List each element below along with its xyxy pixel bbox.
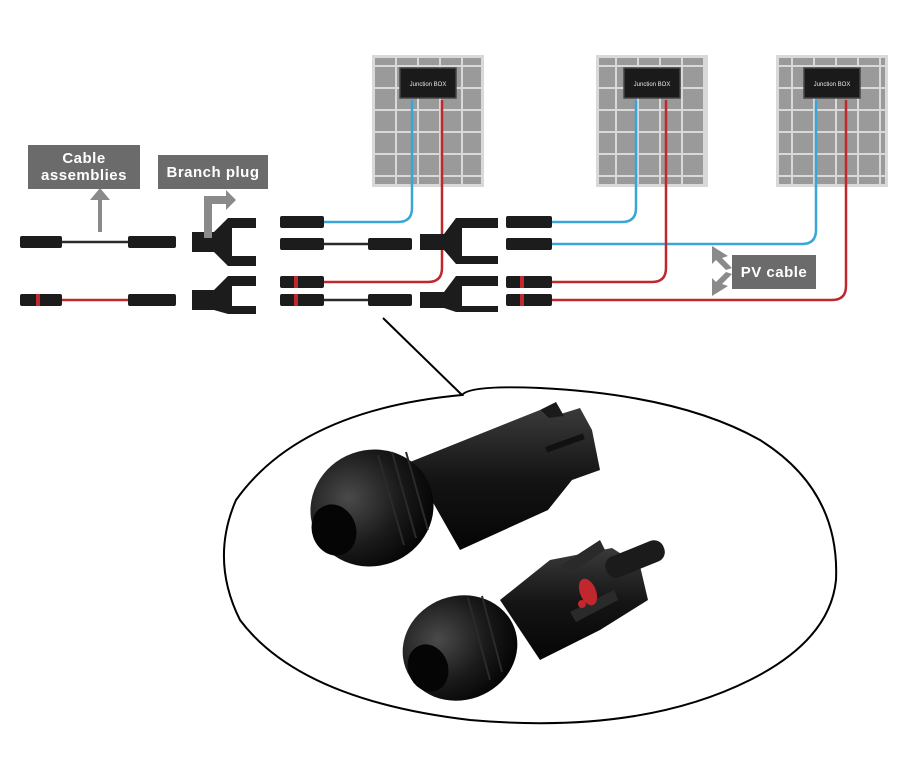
branch-plug-label: Branch plug	[158, 155, 268, 189]
arrow-diagonal-icon	[712, 272, 732, 296]
arrow-up-icon	[90, 188, 110, 232]
junction-box-label: Junction BOX	[410, 82, 447, 88]
arrow-diagonal-icon	[712, 246, 732, 270]
label-arrows	[90, 188, 732, 296]
junction-box-3: Junction BOX	[803, 67, 861, 99]
positive-wires	[60, 100, 848, 302]
junction-box-label: Junction BOX	[814, 82, 851, 88]
cap-ridges	[467, 595, 503, 681]
black-cables	[60, 240, 372, 302]
pv-cable-label: PV cable	[732, 255, 816, 289]
junction-box-2: Junction BOX	[623, 67, 681, 99]
junction-box-label: Junction BOX	[634, 82, 671, 88]
negative-wires	[320, 100, 818, 246]
connector-red-rings	[36, 276, 524, 306]
male-mc4-connector	[402, 540, 665, 701]
cable-assemblies-label: Cable assemblies	[28, 145, 140, 189]
arrow-bend-icon	[204, 190, 236, 238]
cap-ridges	[377, 451, 429, 546]
female-mc4-connector	[310, 402, 600, 567]
junction-box-1: Junction BOX	[399, 67, 457, 99]
small-connectors	[20, 216, 552, 314]
zoom-bubble	[223, 317, 838, 725]
